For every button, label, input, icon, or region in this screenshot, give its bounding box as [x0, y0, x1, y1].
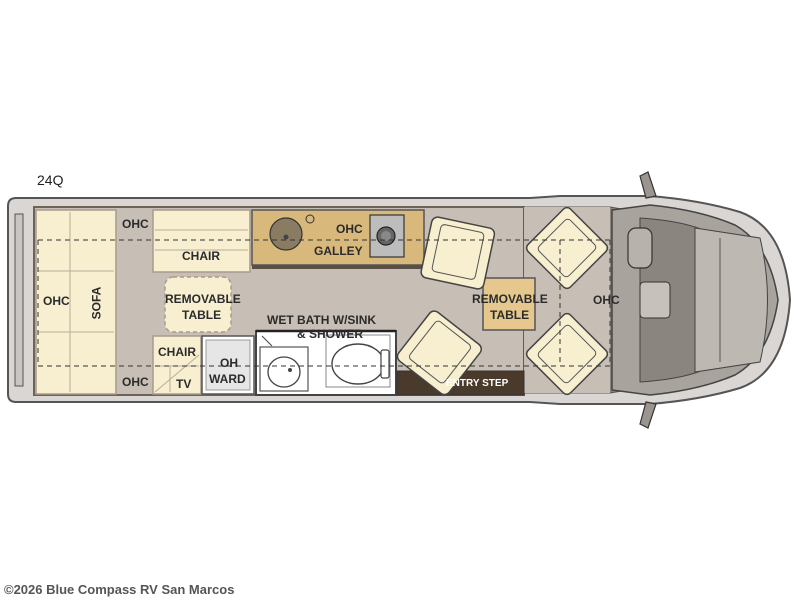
removable-table-rear-label-2: TABLE	[182, 308, 222, 322]
tv-label: TV	[176, 377, 192, 391]
removable-table-front-shape	[482, 277, 536, 331]
mirror-top	[639, 171, 657, 199]
removable-table-rear-shape	[164, 276, 232, 333]
removable-table-front-label-2: TABLE	[490, 308, 530, 322]
ohc-rear-left-label: OHC	[43, 294, 70, 308]
swivel-chair-4	[525, 312, 609, 396]
chair-bottom-shape	[152, 335, 202, 395]
model-name: 24Q	[37, 172, 64, 188]
wet-bath-label-1: WET BATH W/SINK	[267, 313, 377, 327]
swivel-chair-2	[396, 310, 483, 396]
galley-sink	[269, 217, 303, 251]
swivel-chair-3	[525, 206, 609, 290]
ohc-galley-label: OHC	[336, 222, 363, 236]
entry-step-label: ENTRY STEP	[446, 378, 509, 389]
sofa-shape	[35, 209, 117, 395]
ohc-top-rear-label: OHC	[122, 217, 149, 231]
sofa-label: SOFA	[89, 286, 104, 320]
ohc-dashed-lines	[37, 239, 611, 367]
chair-top-label: CHAIR	[182, 249, 220, 263]
oh-ward-label-2: WARD	[209, 372, 246, 386]
ohc-bottom-rear-label: OHC	[122, 375, 149, 389]
ohc-front-label: OHC	[593, 293, 620, 307]
chair-top-shape	[152, 209, 251, 273]
oh-ward-label-1: OH	[220, 356, 238, 370]
mirror-bottom	[639, 401, 657, 429]
removable-table-rear-label-1: REMOVABLE	[165, 292, 241, 306]
swivel-chair-1	[420, 216, 496, 290]
toilet-shape	[331, 343, 385, 385]
galley-label: GALLEY	[314, 244, 363, 258]
chair-bottom-label: CHAIR	[158, 345, 196, 359]
wet-bath-label-2: & SHOWER	[297, 327, 363, 341]
steering-wheel	[627, 227, 653, 269]
removable-table-front-label-1: REMOVABLE	[472, 292, 548, 306]
watermark-credit: ©2026 Blue Compass RV San Marcos	[4, 582, 235, 597]
